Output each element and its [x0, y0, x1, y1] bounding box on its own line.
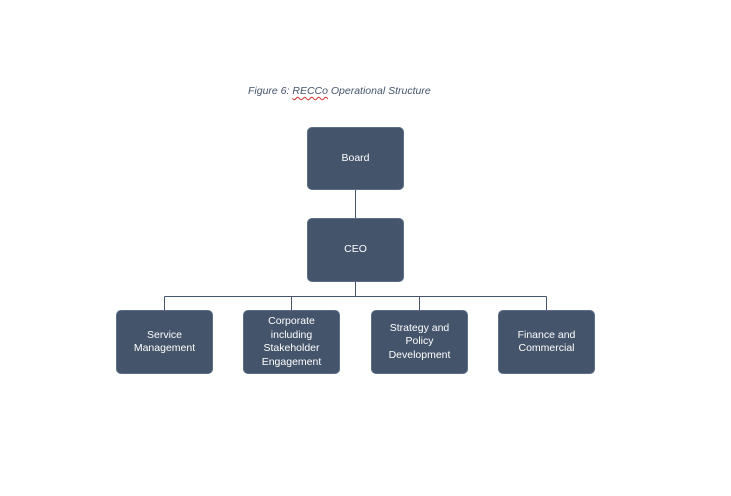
node-board: Board [307, 127, 404, 190]
node-finance: Finance and Commercial [498, 310, 595, 374]
node-ceo-label: CEO [344, 243, 367, 256]
node-corporate: Corporate including Stakeholder Engageme… [243, 310, 340, 374]
caption-org-name: RECCo [292, 85, 328, 97]
node-board-label: Board [341, 151, 370, 164]
node-service-management-label: Service Management [133, 328, 196, 355]
node-service-management: Service Management [116, 310, 213, 374]
node-ceo: CEO [307, 218, 404, 282]
node-strategy-label: Strategy and Policy Development [388, 321, 451, 361]
caption-prefix: Figure 6: [248, 85, 293, 97]
node-finance-label: Finance and Commercial [517, 328, 576, 355]
caption-suffix: Operational Structure [327, 85, 431, 97]
node-corporate-label: Corporate including Stakeholder Engageme… [261, 315, 322, 368]
node-strategy: Strategy and Policy Development [371, 310, 468, 374]
figure-caption: Figure 6: RECCo Operational Structure [248, 85, 431, 97]
